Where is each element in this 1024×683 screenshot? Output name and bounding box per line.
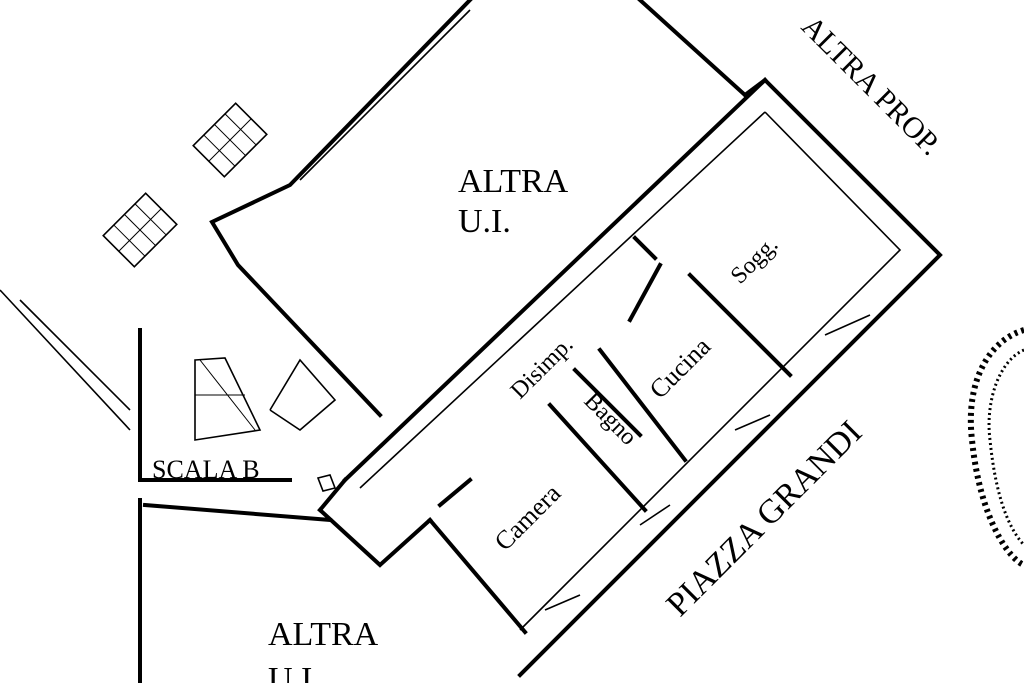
upper-unit-walls <box>209 0 768 418</box>
label-scala-b: SCALA B <box>152 455 260 484</box>
apartment-walls <box>317 77 943 678</box>
label-altra-ui-top-2: U.I. <box>458 203 511 240</box>
label-bagno: Bagno <box>579 388 642 451</box>
label-altra-ui-bottom-1: ALTRA <box>268 616 379 653</box>
label-sogg: Sogg. <box>726 232 784 290</box>
label-camera: Camera <box>489 478 567 556</box>
label-piazza-grandi: PIAZZA GRANDI <box>659 414 869 624</box>
left-boundary <box>0 289 131 431</box>
stamp-seal <box>967 327 1024 568</box>
label-altra-ui-top-1: ALTRA <box>458 163 569 200</box>
label-altra-ui-bottom-2: U.I. <box>268 661 321 683</box>
label-altra-prop: ALTRA PROP. <box>795 10 947 162</box>
stair-blocks <box>102 102 337 683</box>
label-cucina: Cucina <box>644 331 717 404</box>
